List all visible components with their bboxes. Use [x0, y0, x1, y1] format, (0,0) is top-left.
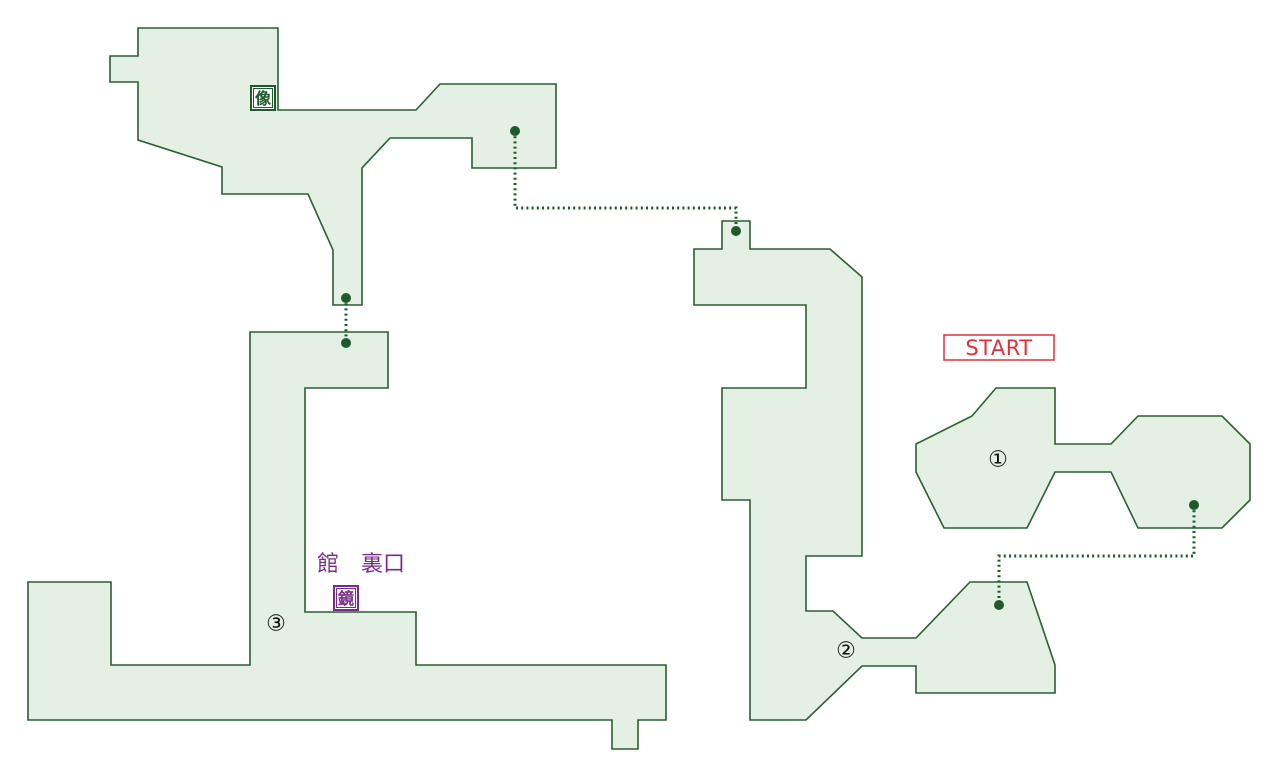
start-label: START [943, 334, 1055, 361]
map-nodes [341, 126, 1199, 610]
region-lower-left [27, 331, 667, 750]
node-dot [341, 338, 351, 348]
mirror-icon: 鏡 [333, 585, 359, 611]
mansion-back-entrance-label: 館 裏口 [317, 552, 405, 577]
start-label-text: START [965, 336, 1032, 360]
node-dot [994, 600, 1004, 610]
region-middle [693, 220, 1056, 721]
connector-right-to-middle [997, 505, 1196, 605]
node-dot [510, 126, 520, 136]
mirror-icon-glyph: 鏡 [338, 589, 354, 608]
map-regions [27, 27, 1251, 750]
statue-icon-glyph: 像 [255, 89, 272, 108]
connector-upper-left-to-middle [513, 131, 738, 231]
map-connectors [344, 131, 1196, 605]
area-marker-3: ③ [266, 612, 286, 637]
area-marker-2: ② [836, 639, 856, 664]
region-upper-left [109, 27, 557, 306]
area-marker-1: ① [988, 448, 1008, 473]
node-dot [731, 226, 741, 236]
node-dot [341, 293, 351, 303]
region-right [915, 387, 1251, 529]
statue-icon: 像 [250, 85, 276, 111]
node-dot [1189, 500, 1199, 510]
